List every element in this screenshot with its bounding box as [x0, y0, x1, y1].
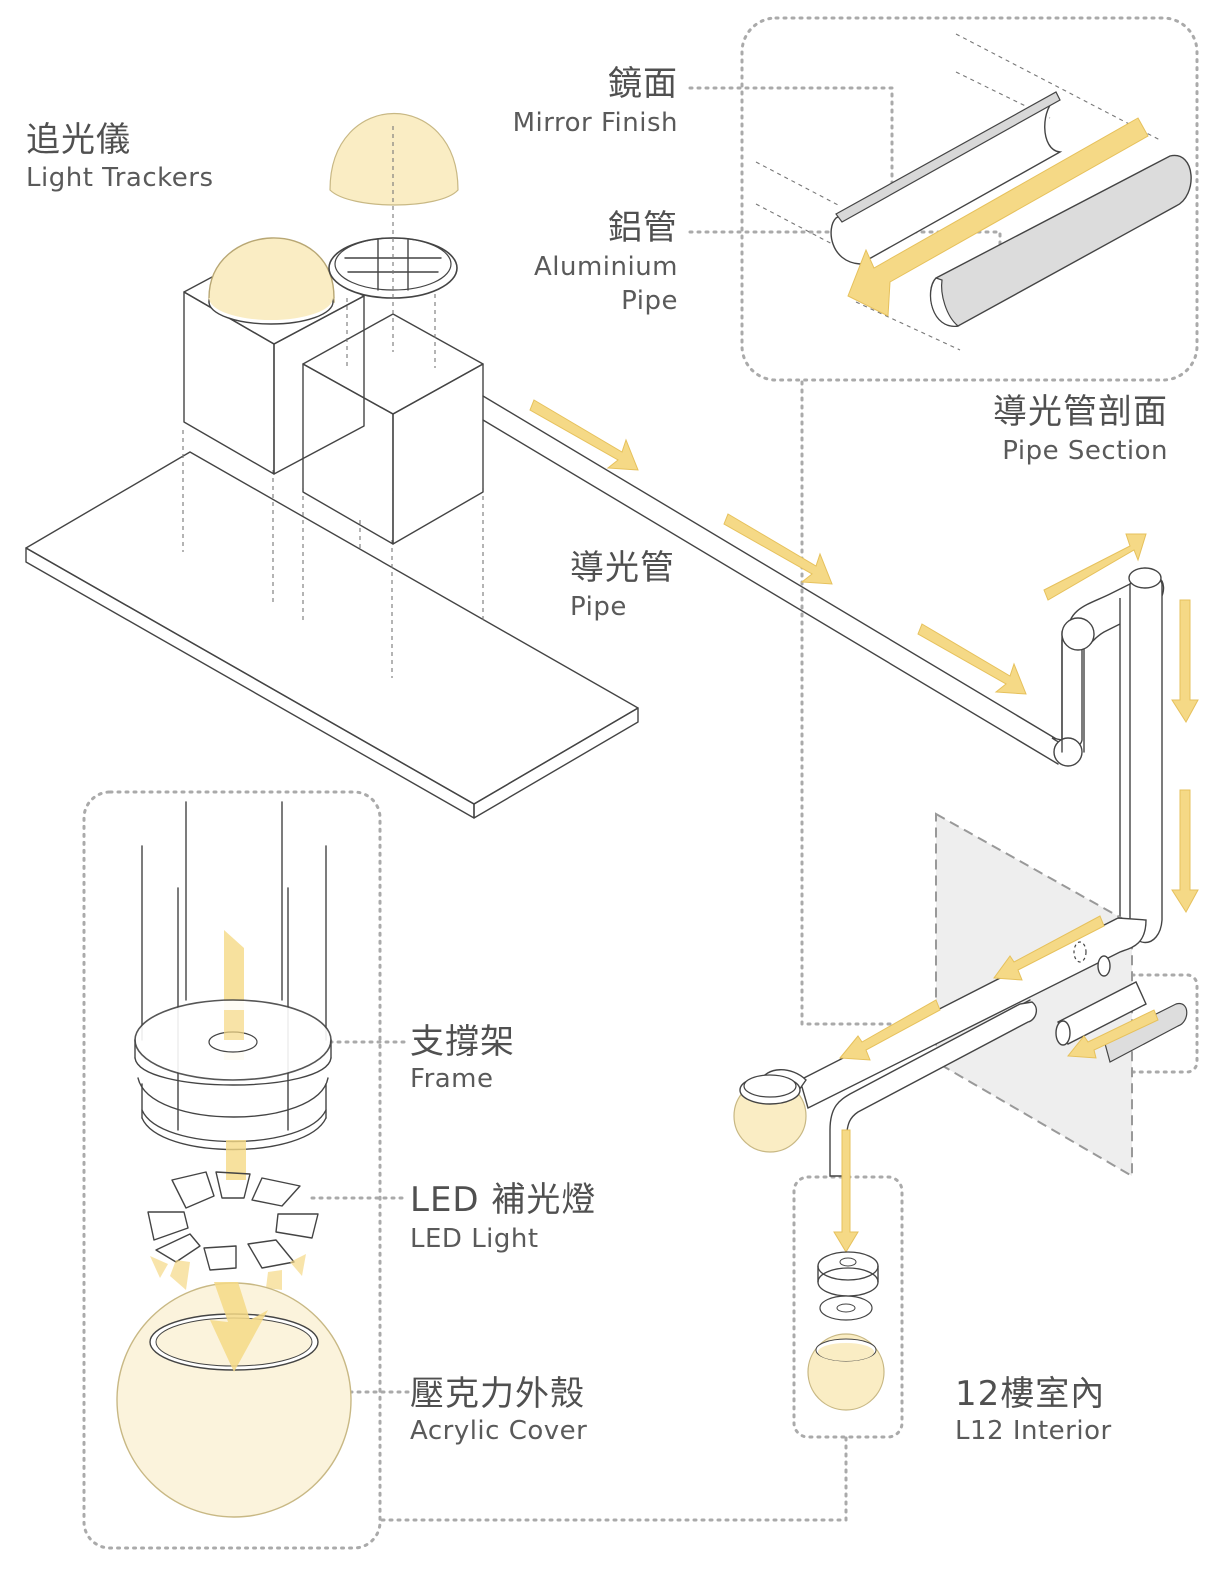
- tracker-support-lines: [182, 430, 484, 678]
- mirror-leader: [688, 86, 894, 222]
- pipe-horizontal: [482, 395, 1059, 765]
- section-light-arrow: [847, 117, 1149, 317]
- section-guide-lines: [755, 33, 1161, 351]
- light-tracker-assembly: [25, 113, 639, 819]
- mirror-half-pipe: [830, 95, 1063, 265]
- pipe-section-zh: 導光管剖面: [993, 392, 1168, 432]
- pipe-rise: [1061, 639, 1085, 753]
- roof-slab-end: [473, 707, 639, 819]
- wall-pipe-detail: [1055, 981, 1188, 1063]
- interior-en: L12 Interior: [955, 1416, 1112, 1446]
- bottom-connector-leader: [380, 1435, 848, 1522]
- light-trackers-en: Light Trackers: [26, 163, 214, 193]
- tracker-box-front: [302, 313, 484, 545]
- led-light-zh: LED 補光燈: [410, 1180, 597, 1220]
- wall-lamp: [733, 1074, 807, 1153]
- mirror-finish-en: Mirror Finish: [512, 108, 678, 138]
- light-flow-arrows: [529, 399, 1199, 1253]
- pipe-drop-front: [1129, 574, 1163, 944]
- led-ring: [147, 1171, 319, 1290]
- dome-exploded: [328, 113, 459, 368]
- light-trackers-zh: 追光儀: [26, 120, 131, 160]
- dome-installed: [208, 237, 335, 325]
- led-light-en: LED Light: [410, 1224, 539, 1254]
- interior-fixture-mini: [807, 1251, 885, 1411]
- frame-callout-box: [82, 790, 382, 1550]
- aluminium-pipe-zh: 鋁管: [608, 208, 678, 248]
- aluminium-pipe-en-2: Pipe: [621, 286, 678, 316]
- roof-slab-side: [25, 547, 475, 819]
- exploded-fixture: [116, 801, 352, 1518]
- mirror-finish-zh: 鏡面: [608, 64, 678, 104]
- light-pipe-run: [482, 395, 1165, 944]
- aluminium-pipe-en-1: Aluminium: [533, 252, 678, 282]
- roof-slab-top: [25, 451, 639, 805]
- acrylic-cover-zh: 壓克力外殼: [410, 1374, 585, 1414]
- aluminium-leader: [688, 230, 1002, 282]
- frame-rings: [134, 999, 332, 1151]
- pipe-zh: 導光管: [570, 548, 675, 588]
- frame-en: Frame: [410, 1064, 494, 1094]
- pipe-section-callout-box: [740, 16, 1199, 382]
- acrylic-cover-en: Acrylic Cover: [410, 1416, 588, 1446]
- pipe-en: Pipe: [570, 592, 627, 622]
- mirror-strip: [835, 91, 1061, 223]
- pipe-section-detail: [755, 33, 1192, 351]
- frame-zh: 支撐架: [410, 1022, 515, 1062]
- acrylic-globe: [116, 1282, 352, 1518]
- interior-zh: 12樓室內: [955, 1374, 1106, 1414]
- fixture-light-arrow: [210, 1282, 268, 1372]
- pipe-section-en: Pipe Section: [1002, 436, 1168, 466]
